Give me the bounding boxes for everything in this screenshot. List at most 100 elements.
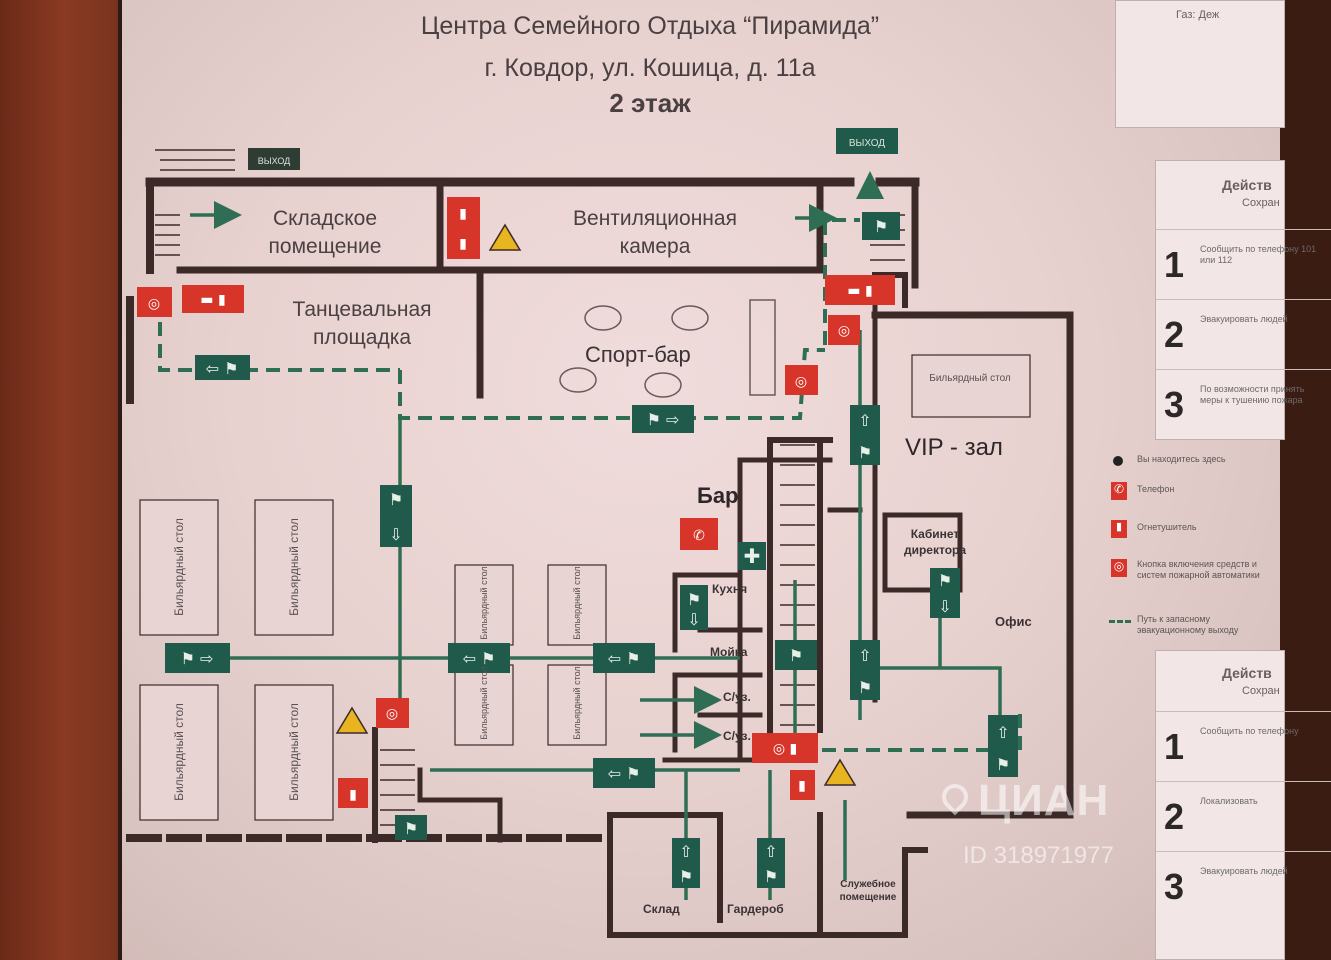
svg-text:▬ ▮: ▬ ▮: [847, 283, 872, 299]
legend-you-are-here: Вы находитесь здесь: [1105, 450, 1280, 478]
room-label-vip: VIP - зал: [905, 434, 1003, 461]
dashed-path-icon: [1109, 620, 1131, 623]
svg-text:⇦ ⚑: ⇦ ⚑: [608, 764, 641, 783]
billiard-tables: [139, 354, 1031, 821]
svg-text:⇩: ⇩: [938, 597, 951, 616]
svg-text:⚑: ⚑: [764, 867, 778, 886]
you-are-here-icon: [1113, 456, 1123, 466]
exit-signs-top: ВЫХОД ВЫХОД: [248, 128, 898, 170]
svg-text:⚑: ⚑: [858, 678, 872, 697]
svg-text:◎: ◎: [386, 706, 398, 722]
room-label-wc2: С/уз.: [723, 729, 751, 743]
room-label-wash: Мойка: [710, 645, 748, 659]
room-label-bar: Бар: [697, 483, 739, 508]
billiard-label: Бильярдный стол: [479, 566, 489, 640]
billiard-label: Бильярдный стол: [287, 703, 301, 801]
svg-text:◎ ▮: ◎ ▮: [773, 741, 797, 757]
svg-text:⚑: ⚑: [389, 490, 403, 509]
svg-text:⇦ ⚑: ⇦ ⚑: [463, 649, 496, 668]
billiard-label: Бильярдный стол: [172, 703, 186, 801]
room-label-kitchen: Кухня: [712, 582, 748, 596]
billiard-label: Бильярдный стол: [172, 518, 186, 616]
billiard-label: Бильярдный стол: [572, 566, 582, 640]
svg-text:⇦ ⚑: ⇦ ⚑: [608, 649, 641, 668]
svg-text:▬ ▮: ▬ ▮: [200, 292, 225, 308]
svg-text:⇩: ⇩: [389, 525, 402, 544]
legend-fire-button: ◎ Кнопка включения средств и систем пожа…: [1105, 555, 1280, 603]
svg-text:✚: ✚: [744, 544, 761, 568]
plan-address: г. Ковдор, ул. Кошица, д. 11а: [484, 54, 816, 82]
billiard-label: Бильярдный стол: [929, 373, 1011, 384]
legend-phone: ✆ Телефон: [1105, 480, 1280, 508]
room-label-storage: Складское помещение: [268, 207, 382, 258]
legend-column: Газ: Деж Действ Сохран 1 Сообщить по тел…: [1105, 0, 1331, 960]
svg-text:⇧: ⇧: [858, 411, 871, 430]
action-step-2-3: 3 Эвакуировать людей: [1156, 851, 1331, 921]
billiard-label: Бильярдный стол: [287, 518, 301, 616]
action-step-2-2: 2 Локализовать: [1156, 781, 1331, 851]
top-right-text: Газ: Деж: [1176, 9, 1220, 21]
plan-title: Центра Семейного Отдыха “Пирамида”: [420, 12, 880, 40]
room-label-sportbar: Спорт-бар: [585, 342, 691, 367]
fire-equipment-glyphs: ▮ ▮ ◎ ▬ ▮ ▬ ▮ ◎ ◎ ✆ ◎ ▮ ◎ ▮ ▮: [148, 206, 873, 803]
watermark: ЦИАН ID 318971977: [928, 772, 1148, 882]
action-step-3: 3 По возможности принять меры к тушению …: [1156, 369, 1331, 439]
svg-text:◎: ◎: [148, 296, 160, 312]
action-step-1: 1 Сообщить по телефону 101 или 112: [1156, 229, 1331, 299]
room-label-service: Служебное помещение: [839, 879, 897, 903]
legend-evac-path: Путь к запасному эвакуационному выходу: [1105, 610, 1280, 642]
billiard-label: Бильярдный стол: [479, 666, 489, 740]
phone-icon: ✆: [1111, 482, 1127, 500]
action-step-2: 2 Эвакуировать людей: [1156, 299, 1331, 369]
svg-text:▮: ▮: [349, 787, 357, 803]
svg-text:⚑: ⚑: [874, 217, 888, 236]
svg-text:⚑ ⇨: ⚑ ⇨: [647, 410, 680, 429]
room-label-warehouse: Склад: [643, 902, 680, 916]
top-right-panel: Газ: Деж: [1115, 0, 1285, 128]
room-label-cloakroom: Гардероб: [727, 902, 784, 916]
svg-text:⇧: ⇧: [764, 842, 777, 861]
svg-text:▮: ▮: [798, 778, 806, 794]
svg-text:⇧: ⇧: [858, 646, 871, 665]
watermark-logo: ЦИАН: [978, 776, 1110, 825]
actions-panel-1: Действ Сохран 1 Сообщить по телефону 101…: [1155, 160, 1331, 440]
plan-floor: 2 этаж: [609, 88, 691, 118]
floor-plan: ВЫХОД ВЫХОД ⇦ ⚑ ⚑ ⇨ ⚑ ⇩ ⚑ ⇨ ⇦ ⚑ ⇦ ⚑ ⚑ ⇩ …: [126, 128, 1074, 938]
room-label-director: Кабинет директора: [903, 527, 967, 557]
svg-text:⚑: ⚑: [938, 571, 952, 590]
svg-text:◎: ◎: [795, 374, 807, 390]
svg-text:⚑: ⚑: [789, 646, 803, 665]
svg-text:ВЫХОД: ВЫХОД: [258, 156, 291, 166]
extinguisher-icon: ▮: [1111, 520, 1127, 538]
svg-text:⇩: ⇩: [687, 610, 700, 629]
svg-text:⚑: ⚑: [404, 819, 418, 838]
svg-text:⇧: ⇧: [996, 723, 1009, 742]
svg-text:▮: ▮: [459, 206, 467, 222]
svg-text:◎: ◎: [838, 323, 850, 339]
legend-extinguisher: ▮ Огнетушитель: [1105, 518, 1280, 546]
svg-text:✆: ✆: [693, 528, 705, 544]
svg-text:ВЫХОД: ВЫХОД: [849, 138, 885, 149]
svg-text:⇧: ⇧: [679, 842, 692, 861]
fire-button-icon: ◎: [1111, 559, 1127, 577]
room-label-ventilation: Вентиляционная камера: [573, 207, 737, 258]
svg-text:▮: ▮: [459, 236, 467, 252]
actions-panel-2: Действ Сохран 1 Сообщить по телефону 2 Л…: [1155, 650, 1331, 960]
fire-equipment: [137, 197, 895, 808]
walls: [126, 177, 1074, 938]
exit-sign-glyphs: ⇦ ⚑ ⚑ ⇨ ⚑ ⇩ ⚑ ⇨ ⇦ ⚑ ⇦ ⚑ ⚑ ⇩ ⚑ ⇦ ⚑ ⚑ ⇧ ⚑ …: [181, 217, 1011, 886]
watermark-id: ID 318971977: [963, 842, 1114, 869]
evacuation-paths: [158, 218, 1022, 752]
svg-text:⚑: ⚑: [679, 867, 693, 886]
location-pin-icon: [936, 778, 974, 816]
svg-text:⚑: ⚑: [996, 755, 1010, 774]
svg-text:⇦ ⚑: ⇦ ⚑: [206, 359, 239, 378]
hazard-signs: [335, 223, 857, 786]
action-step-2-1: 1 Сообщить по телефону: [1156, 711, 1331, 781]
svg-text:⚑ ⇨: ⚑ ⇨: [181, 649, 214, 668]
sport-bar-tables: [559, 299, 776, 398]
room-label-office: Офис: [995, 614, 1032, 629]
billiard-label: Бильярдный стол: [572, 666, 582, 740]
svg-text:⚑: ⚑: [687, 590, 701, 609]
room-label-dance: Танцевальная площадка: [292, 298, 432, 349]
